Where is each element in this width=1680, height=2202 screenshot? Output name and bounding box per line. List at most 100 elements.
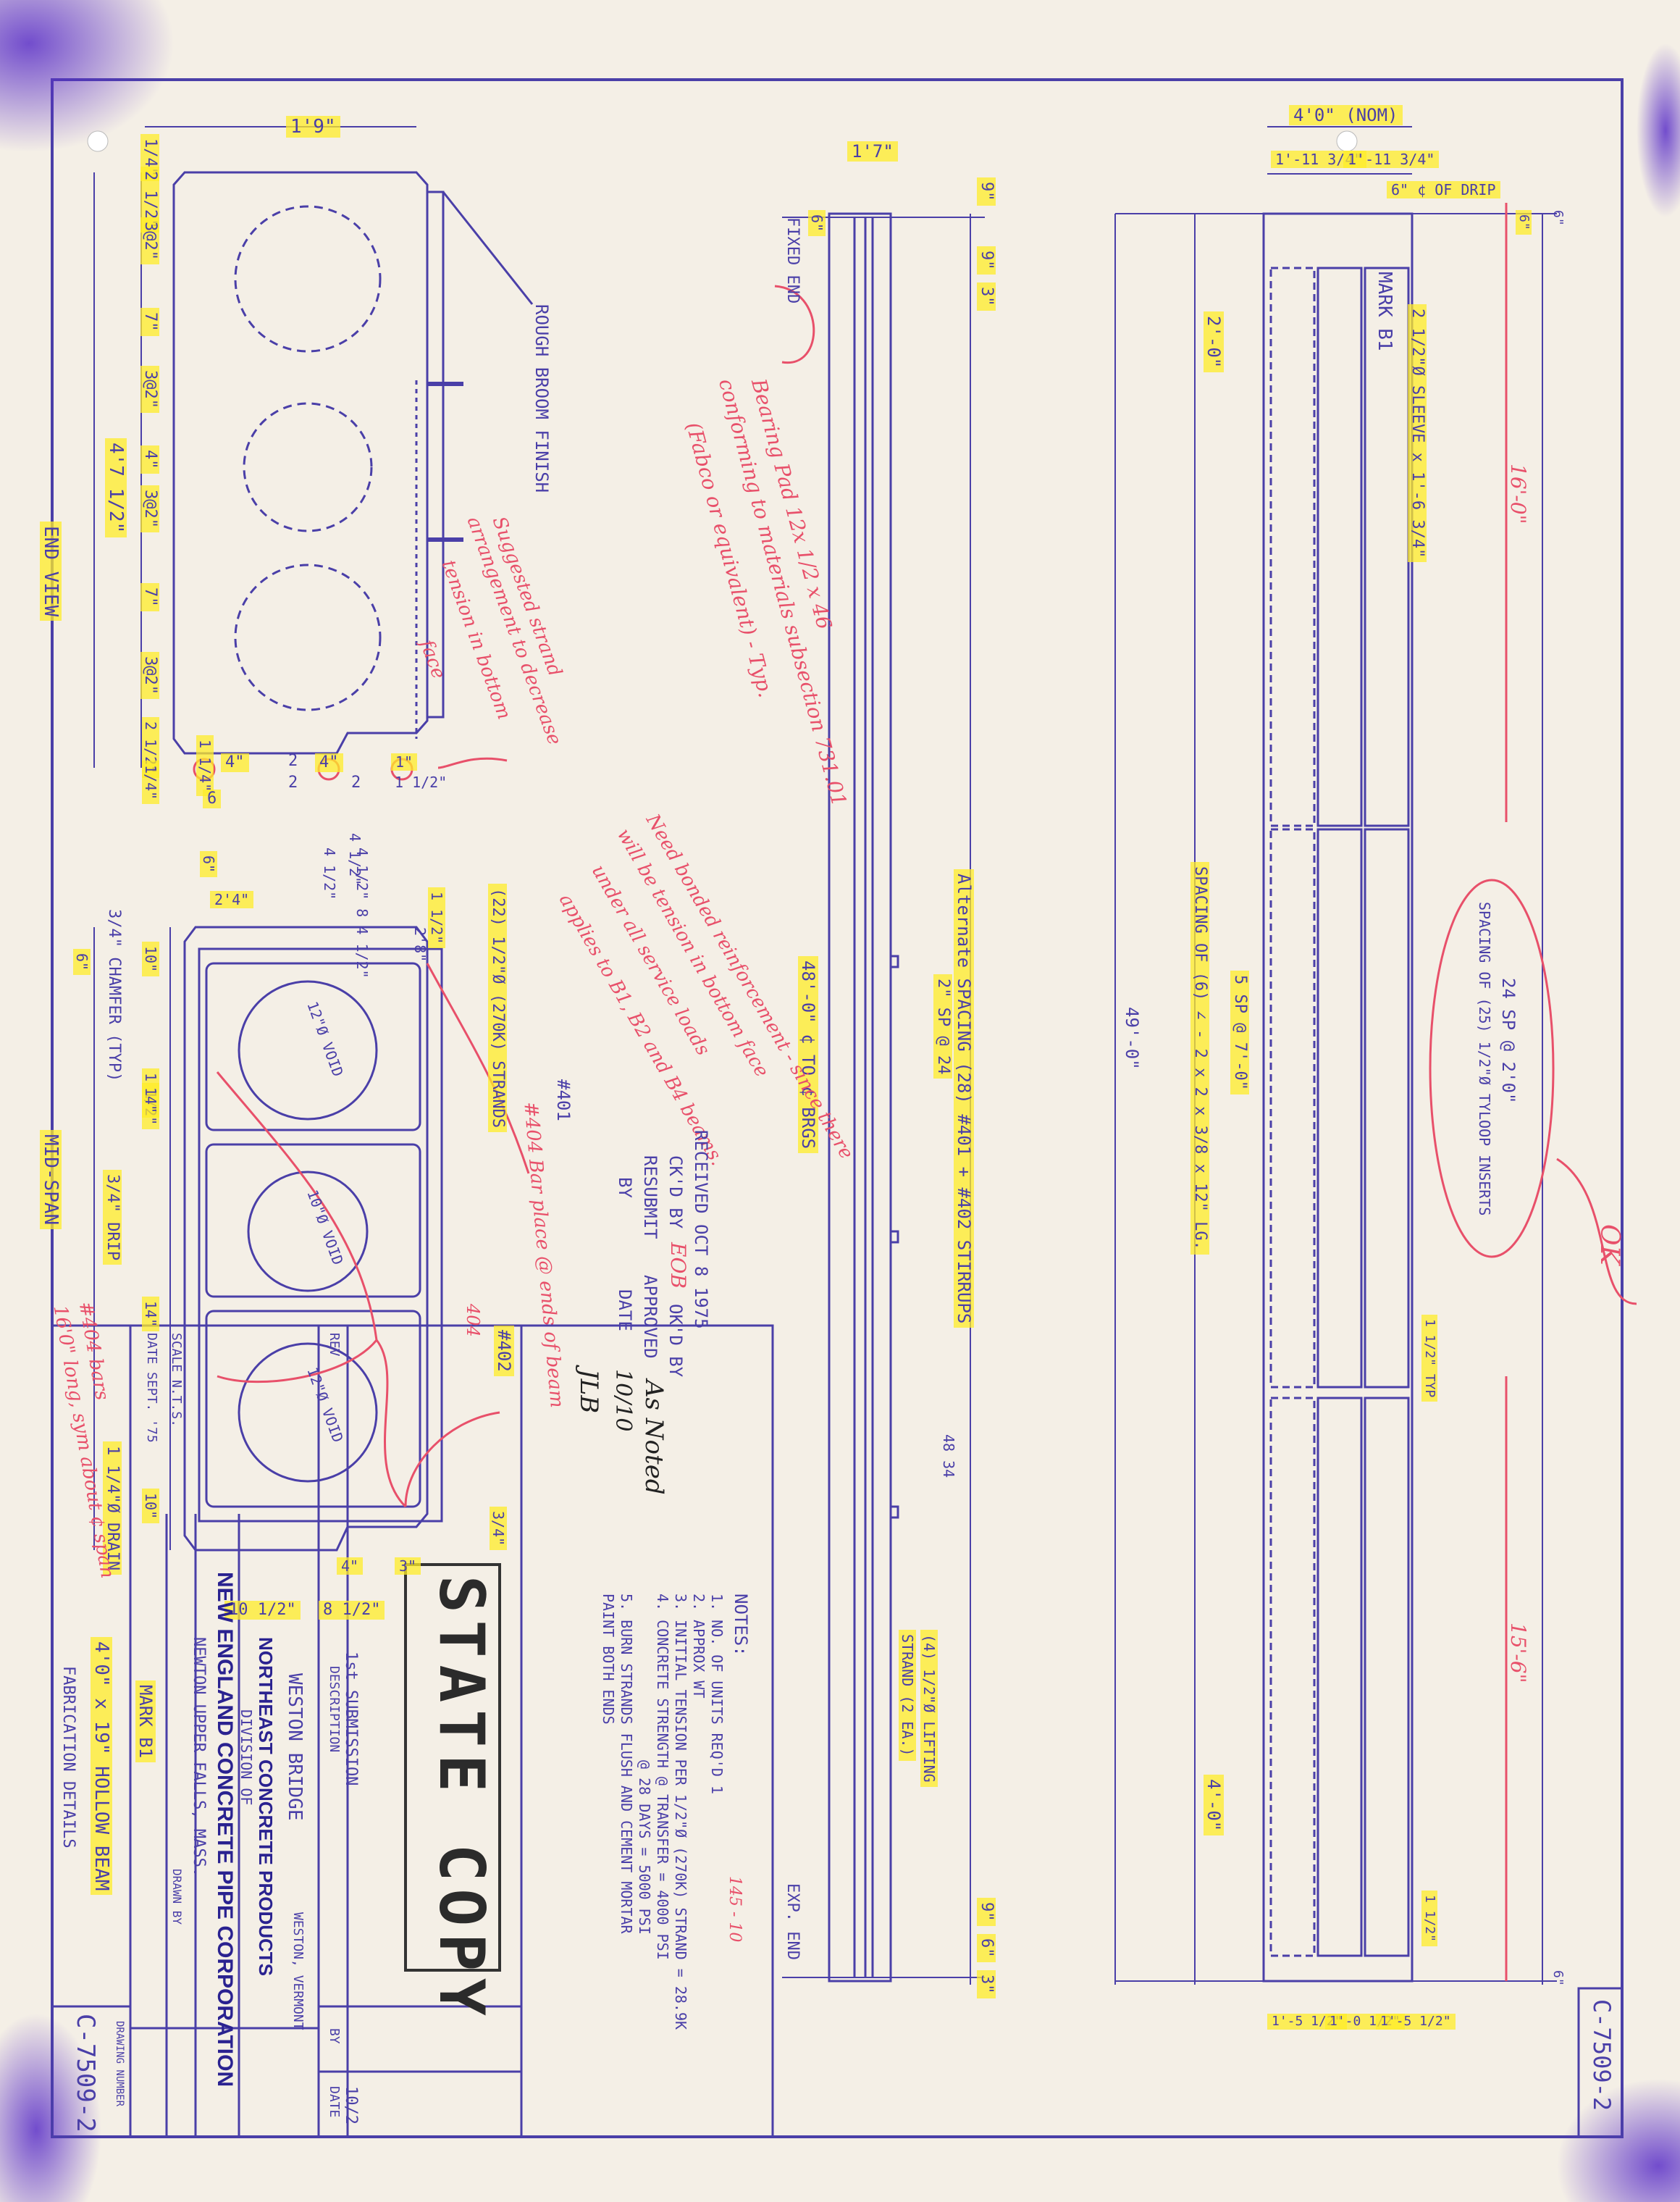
corner-smudge [1637, 43, 1680, 217]
bar-arrow [217, 1339, 378, 1383]
plan-dim-2: 2'-0" [1204, 311, 1224, 373]
plan-spacing-2: SPACING OF (6) ∠ - 2 x 2 x 3/8 x 12" LG. [1190, 862, 1209, 1255]
end-view-bottom-dim: 6 [203, 790, 222, 808]
bar-402-label: #402 [494, 1326, 514, 1376]
mid-dim: 3/4" [490, 1507, 507, 1551]
title-mark: MARK B1 [135, 1680, 156, 1763]
date-col-label: DATE [327, 2086, 342, 2118]
weight-note: 145 - 10 [726, 1876, 744, 1943]
mid-dim: 10" [142, 1489, 159, 1524]
mid-dim: 2'4" [210, 891, 254, 908]
plan-dim-16: 16'-0" [1506, 464, 1530, 524]
mid-dim: 10" [142, 942, 159, 977]
mid-span-void [238, 1342, 378, 1483]
drawing-number-label: DRAWING NUMBER [114, 2021, 125, 2107]
mid-dim: 6" [73, 949, 91, 976]
end-view-dim: 1/4" [142, 761, 159, 805]
plan-end-dim: 1 1/2" [1421, 1891, 1437, 1947]
beam-description: 4'0" x 19" HOLLOW BEAM [91, 1637, 112, 1896]
strands-label: (22) 1/2"Ø (270K) STRANDS [488, 884, 507, 1133]
side-top-dim: 9" [977, 177, 996, 206]
stirrup-spacing-2: 2" SP @ 24 [933, 974, 952, 1079]
end-view-outline [93, 126, 534, 768]
mid-dim: 4 1/2" [321, 847, 338, 900]
end-view-bottom-dim: 2 [288, 774, 298, 792]
end-view-bottom-dim: 2 [288, 752, 298, 770]
corner-smudge [1557, 2079, 1680, 2202]
strand-arrow [437, 757, 508, 769]
ckd-initials: EOB [666, 1242, 690, 1289]
note-item: 4. CONCRETE STRENGTH @ TRANSFER = 4000 P… [654, 1594, 671, 1960]
note-item: PAINT BOTH ENDS [600, 1594, 617, 1725]
end-view-dim: 3@2" [140, 366, 159, 413]
stirrup-spacing-label: Alternate SPACING (28) #401 + #402 STIRR… [954, 869, 974, 1328]
reviewer-initials: JLB [574, 1369, 603, 1414]
mid-span-outline [93, 926, 443, 1552]
division-of: DIVISION OF [238, 1709, 255, 1806]
notes-heading: NOTES: [731, 1594, 751, 1657]
end-view-dim: 7" [140, 308, 159, 336]
punch-hole [1336, 130, 1358, 152]
mid-dim: 4" [337, 1557, 364, 1575]
bar-arrow [216, 1071, 378, 1341]
lifting-note-2: STRAND (2 EA.) [899, 1630, 916, 1761]
end-view-bottom-dim: 1 1/2" [395, 774, 448, 791]
plan-end-dim: 1'-5 1/2" [1376, 2014, 1456, 2030]
bar-401-label: #401 [553, 1079, 574, 1121]
stamp-frame [404, 1563, 501, 1972]
corporation-name: NEW ENGLAND CONCRETE PIPE CORPORATION [213, 1572, 237, 2088]
bar-arrow [404, 1411, 500, 1507]
date-field: DATE SEPT. '75 [144, 1333, 159, 1443]
description-label: DESCRIPTION [327, 1666, 342, 1753]
end-view-bottom-dim: 1" [391, 753, 418, 771]
plan-width-nom: 4'0" (NOM) [1289, 105, 1403, 125]
ckd-label: CK'D BY [665, 1155, 686, 1229]
sheet-title: FABRICATION DETAILS [59, 1666, 77, 1849]
side-height: 1'7" [847, 141, 898, 162]
plan-inserts-1: 24 SP @ 2'0" [1498, 978, 1519, 1104]
bar-arrow [426, 963, 530, 1174]
side-pencil-note: 4 1/2" 8 4 1/2" [353, 847, 371, 979]
end-view-dim: 7" [140, 583, 159, 611]
state-copy-stamp: STATE COPY [425, 1575, 497, 2023]
plan-length: 49'-0" [1122, 1007, 1142, 1070]
project-location: WESTON, VERMONT [290, 1912, 306, 2030]
sheet-border [51, 78, 1624, 2138]
side-bottom-dim: 3" [977, 1970, 996, 1998]
plan-ok: OK [1595, 1224, 1624, 1265]
mid-span-title: MID-SPAN [40, 1130, 62, 1230]
end-view-bottom-dim: 4" [315, 753, 343, 772]
resubmit-label: RESUBMIT [640, 1155, 660, 1239]
bar-arrow [375, 1339, 407, 1508]
company-address: NEWTON UPPER FALLS, MASS. [190, 1637, 208, 1877]
plan-mark-label: MARK B1 [1374, 272, 1395, 351]
by-col-label: BY [327, 2028, 342, 2044]
mid-span-void [247, 1171, 369, 1292]
plan-end-dim: 6" [1550, 210, 1566, 226]
drip-label: 3/4" DRIP [103, 1170, 122, 1265]
scale-label: SCALE N.T.S. [169, 1333, 184, 1428]
plan-end-dim: 6" [1516, 210, 1532, 235]
side-top-dim: 3" [977, 282, 996, 311]
mid-dim: 3" [395, 1557, 421, 1575]
plan-end-dim: 6" [1550, 1970, 1566, 1986]
rough-broom-finish: ROUGH BROOM FINISH [532, 304, 552, 493]
end-view-top-dim: 1'9" [286, 116, 340, 138]
title-block-frame [51, 1324, 1624, 2138]
end-view-dim: 3@2" [140, 652, 159, 699]
end-view-dim: 3@2" [140, 485, 159, 532]
bearing-leader [774, 285, 815, 364]
mid-dim: 14" [142, 1297, 159, 1332]
drawn-by-label: DRAWN BY [170, 1869, 184, 1925]
side-bottom-dim: 9" [977, 1898, 996, 1926]
note-item: @ 28 DAYS = 5000 PSI [636, 1760, 653, 1935]
revision-description: 1st SUBMISSION [342, 1652, 360, 1786]
project-name: WESTON BRIDGE [284, 1673, 306, 1821]
plan-inserts-2: SPACING OF (25) 1/2"Ø TYLOOP INSERTS [1476, 902, 1493, 1216]
company-name: NORTHEAST CONCRETE PRODUCTS [255, 1637, 277, 1977]
mid-dim: 6" [200, 851, 217, 878]
note-item: 1. NO. OF UNITS REQ'D 1 [708, 1594, 726, 1794]
mid-dim: 14" [142, 1083, 159, 1118]
